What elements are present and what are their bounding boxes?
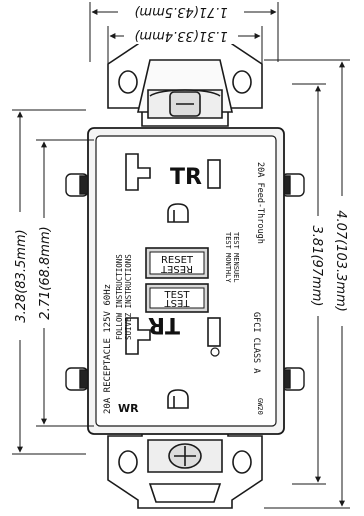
outlet-bottom [125, 317, 221, 409]
test-monthly-label: TEST MONTHLY [224, 232, 232, 283]
hot-slot [207, 317, 221, 347]
neutral-slot [125, 317, 151, 355]
reset-label-mirrored: RESET [160, 263, 193, 274]
rating-text: 20A RECEPTACLE 125V 60Hz [103, 284, 113, 414]
dim-body-height: 3.28(83.5mm) [14, 229, 29, 322]
strap-hole-left [118, 70, 138, 94]
reset-label: RESET [161, 255, 194, 266]
receptacle-body [87, 127, 285, 435]
dimension-labels: 1.71(43.5mm) 1.31(33.4mm) 4.07(103.3mm) … [12, 4, 352, 340]
dim-overall-height: 4.07(103.3mm) [333, 210, 348, 312]
reset-button[interactable] [145, 247, 209, 279]
strap-hole-right-bottom [232, 450, 252, 474]
test-label: TEST [164, 290, 191, 301]
model-label: GW20 [256, 398, 264, 415]
test-button[interactable] [145, 283, 209, 313]
tr-mark-top: TR [170, 165, 202, 190]
ground-hole [167, 389, 189, 409]
outlet-top [125, 153, 221, 223]
dim-plate-height: 3.81(97mm) [309, 226, 324, 307]
strap-hole-left-bottom [118, 450, 138, 474]
neutral-slot [125, 153, 151, 191]
tr-mark-bottom: TR [148, 312, 180, 337]
dim-face-height: 2.71(68.8mm) [38, 226, 53, 319]
instructions-english: FOLLOW INSTRUCTIONS [115, 254, 124, 340]
feed-through-label: 20A Feed-Through [255, 162, 265, 244]
top-mounting-strap [107, 35, 263, 127]
test-mensuel-label: TEST MENSUEL [232, 232, 240, 283]
wr-mark: WR [118, 402, 139, 415]
bottom-mounting-strap [107, 421, 263, 509]
hot-slot [207, 159, 221, 189]
gfci-class-label: GFCI CLASS A [251, 312, 261, 373]
strap-hole-right [232, 70, 252, 94]
instructions-french: SUIVEZ INSTRUCTIONS [124, 254, 133, 340]
status-indicator-light [210, 347, 220, 357]
test-label-mirrored: TEST [164, 297, 191, 308]
ground-hole [167, 203, 189, 223]
dim-top-width: 1.71(43.5mm) [134, 4, 227, 19]
dim-inner-width: 1.31(33.4mm) [134, 28, 227, 43]
